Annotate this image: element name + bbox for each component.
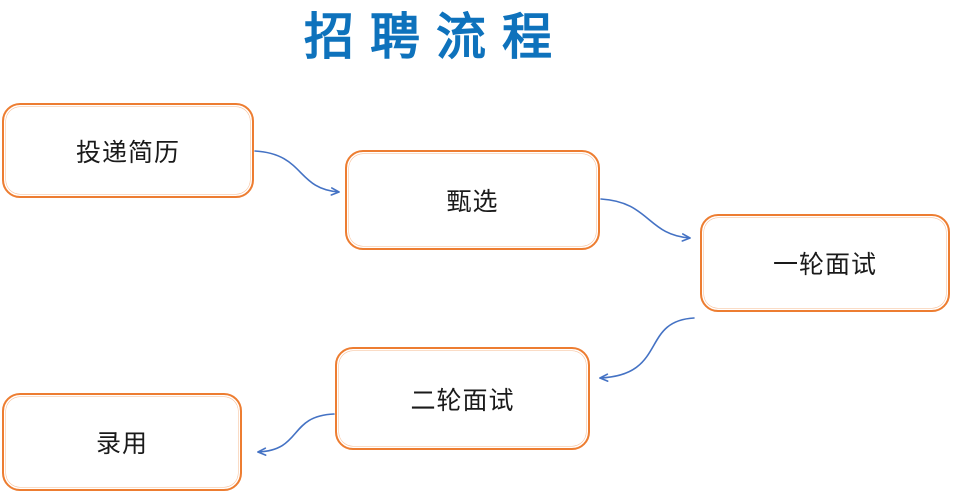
edge-second-interview-to-hire-arrow	[257, 413, 335, 456]
edge-submit-to-screening-arrow	[254, 150, 340, 196]
node-first-interview-label: 一轮面试	[772, 250, 877, 279]
node-screening: 甄选	[345, 150, 600, 250]
node-submit-resume-label: 投递简历	[75, 137, 180, 167]
node-first-interview: 一轮面试	[700, 214, 950, 312]
diagram-title: 招聘流程	[304, 9, 568, 65]
node-submit-resume: 投递简历	[2, 103, 254, 198]
node-second-interview: 二轮面试	[335, 347, 590, 450]
edge-first-to-second-interview-arrow	[599, 317, 695, 382]
edge-screening-to-first-interview-arrow	[600, 198, 691, 242]
node-screening-label: 甄选	[446, 187, 499, 216]
node-second-interview-label: 二轮面试	[410, 385, 515, 415]
node-hire: 录用	[2, 393, 242, 491]
node-hire-label: 录用	[95, 429, 148, 458]
